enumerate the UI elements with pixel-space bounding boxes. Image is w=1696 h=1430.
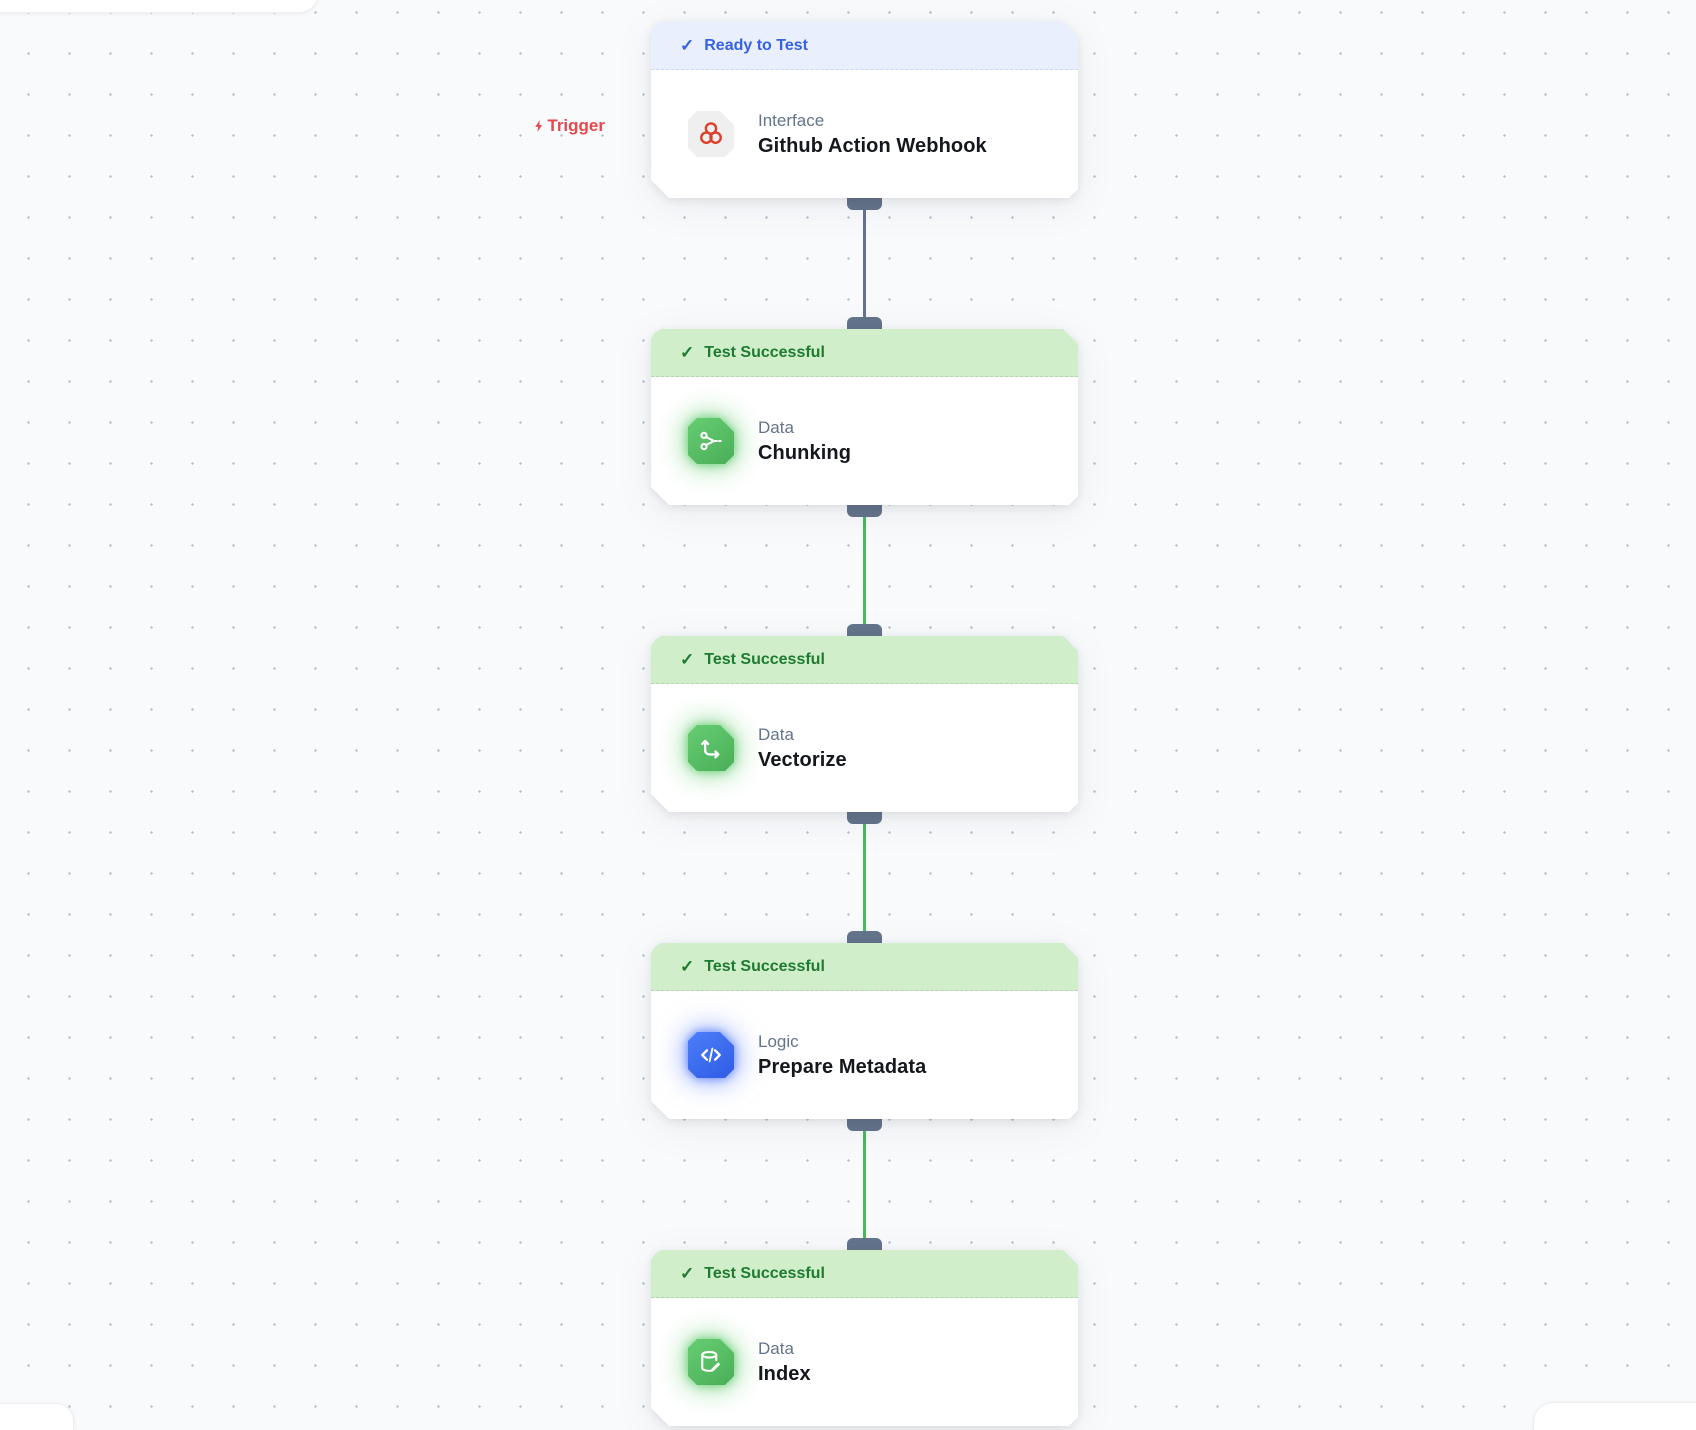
input-handle-prepare-metadata[interactable] xyxy=(847,931,882,943)
node-chunking[interactable]: ✓ Test Successful Data Chunking xyxy=(651,329,1078,505)
status-text: Ready to Test xyxy=(704,36,808,54)
connector-line-1 xyxy=(863,198,866,329)
node-category: Data xyxy=(758,1338,794,1358)
top-toolbar-edge xyxy=(0,0,318,13)
check-icon: ✓ xyxy=(680,1263,695,1283)
check-icon: ✓ xyxy=(680,956,695,976)
node-category: Logic xyxy=(758,1031,799,1051)
status-badge: ✓ Test Successful xyxy=(651,636,1078,684)
node-card[interactable]: Logic Prepare Metadata xyxy=(651,991,1078,1119)
connector-line-4 xyxy=(863,1119,866,1250)
output-handle-github-webhook[interactable] xyxy=(847,198,882,210)
axes-icon xyxy=(688,725,734,771)
status-badge: ✓ Test Successful xyxy=(651,943,1078,991)
lightning-bolt-icon xyxy=(535,120,543,132)
input-handle-chunking[interactable] xyxy=(847,317,882,329)
check-icon: ✓ xyxy=(680,35,695,55)
node-github-action-webhook[interactable]: ✓ Ready to Test Interface Github Action … xyxy=(651,22,1078,198)
node-title: Vectorize xyxy=(758,748,847,771)
node-category: Data xyxy=(758,724,794,744)
output-handle-prepare-metadata[interactable] xyxy=(847,1119,882,1131)
node-vectorize[interactable]: ✓ Test Successful Data Vectorize xyxy=(651,636,1078,812)
node-category: Interface xyxy=(758,110,825,130)
check-icon: ✓ xyxy=(680,342,695,362)
status-text: Test Successful xyxy=(704,650,825,668)
output-handle-vectorize[interactable] xyxy=(847,812,882,824)
code-icon xyxy=(688,1032,734,1078)
node-title: Github Action Webhook xyxy=(758,134,987,157)
node-card[interactable]: Data Index xyxy=(651,1298,1078,1426)
scissors-icon xyxy=(688,418,734,464)
output-handle-chunking[interactable] xyxy=(847,505,882,517)
node-card[interactable]: Data Chunking xyxy=(651,377,1078,505)
node-prepare-metadata[interactable]: ✓ Test Successful Logic Prepare Metadata xyxy=(651,943,1078,1119)
node-card[interactable]: Interface Github Action Webhook xyxy=(651,70,1078,198)
connector-line-2 xyxy=(863,505,866,636)
node-title: Prepare Metadata xyxy=(758,1055,927,1078)
status-badge: ✓ Ready to Test xyxy=(651,22,1078,70)
status-text: Test Successful xyxy=(704,1264,825,1282)
node-card[interactable]: Data Vectorize xyxy=(651,684,1078,812)
bottom-left-panel-edge xyxy=(0,1403,74,1430)
status-text: Test Successful xyxy=(704,343,825,361)
input-handle-vectorize[interactable] xyxy=(847,624,882,636)
node-index[interactable]: ✓ Test Successful Data Index xyxy=(651,1250,1078,1426)
node-title: Chunking xyxy=(758,441,852,464)
node-title: Index xyxy=(758,1362,811,1385)
database-pencil-icon xyxy=(688,1339,734,1385)
status-text: Test Successful xyxy=(704,957,825,975)
webhook-knot-icon xyxy=(688,111,734,157)
check-icon: ✓ xyxy=(680,649,695,669)
connector-line-3 xyxy=(863,812,866,943)
bottom-right-panel-edge xyxy=(1533,1402,1696,1430)
node-category: Data xyxy=(758,417,794,437)
status-badge: ✓ Test Successful xyxy=(651,329,1078,377)
trigger-label: Trigger xyxy=(505,116,605,136)
status-badge: ✓ Test Successful xyxy=(651,1250,1078,1298)
input-handle-index[interactable] xyxy=(847,1238,882,1250)
trigger-label-text: Trigger xyxy=(547,116,605,135)
